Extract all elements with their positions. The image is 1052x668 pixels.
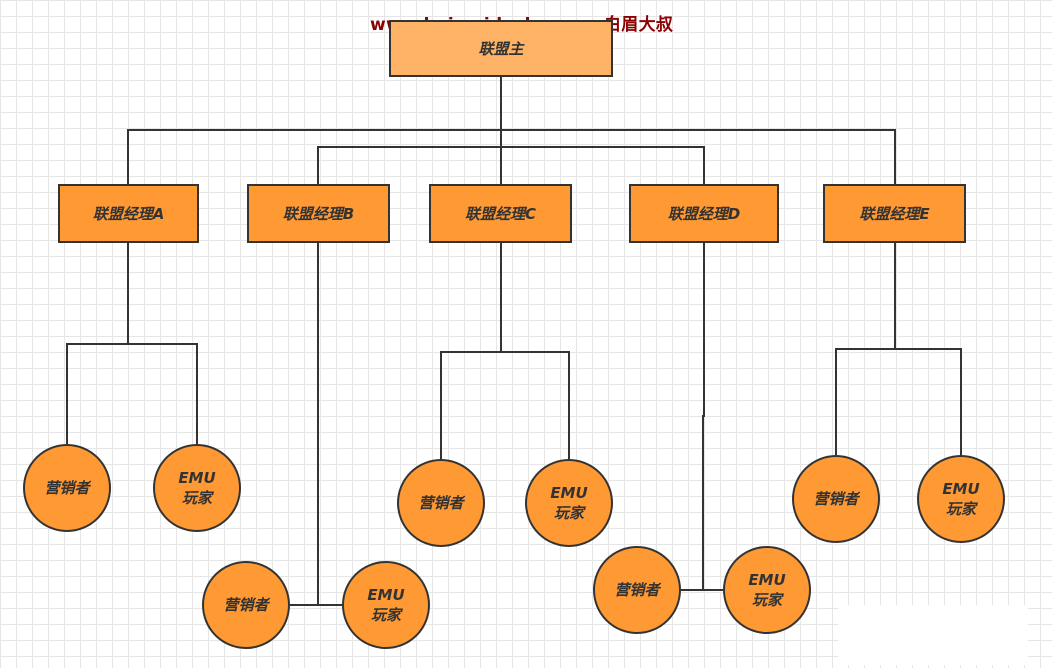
emu-label-line2: 玩家 — [945, 500, 976, 518]
emu-label-line1: EMU — [367, 586, 405, 604]
emu-player-node-c[interactable]: EMU 玩家 — [525, 459, 613, 547]
manager-a-node[interactable]: 联盟经理A — [58, 184, 199, 243]
blank-area — [838, 605, 1028, 665]
emu-label-line1: EMU — [748, 571, 786, 589]
marketer-label: 营销者 — [44, 479, 90, 497]
manager-d-label: 联盟经理D — [667, 205, 741, 223]
emu-label-line1: EMU — [942, 480, 980, 498]
manager-a-label: 联盟经理A — [92, 205, 165, 223]
marketer-label: 营销者 — [614, 581, 660, 599]
marketer-label: 营销者 — [813, 490, 859, 508]
manager-e-label: 联盟经理E — [859, 205, 930, 223]
emu-player-node-a[interactable]: EMU 玩家 — [153, 444, 241, 532]
marketer-label: 营销者 — [223, 596, 269, 614]
manager-d-node[interactable]: 联盟经理D — [629, 184, 779, 243]
connector-root-bus-outer — [127, 129, 896, 184]
emu-player-node-d[interactable]: EMU 玩家 — [723, 546, 811, 634]
emu-player-node-b[interactable]: EMU 玩家 — [342, 561, 430, 649]
emu-label-line1: EMU — [178, 469, 216, 487]
marketer-node-d[interactable]: 营销者 — [593, 546, 681, 634]
marketer-label: 营销者 — [418, 494, 464, 512]
connector-d — [702, 243, 705, 590]
root-node[interactable]: 联盟主 — [389, 20, 613, 77]
connector-c-bus — [440, 351, 570, 459]
manager-c-node[interactable]: 联盟经理C — [429, 184, 572, 243]
emu-label-line2: 玩家 — [553, 504, 584, 522]
manager-e-node[interactable]: 联盟经理E — [823, 184, 966, 243]
marketer-node-e[interactable]: 营销者 — [792, 455, 880, 543]
manager-c-label: 联盟经理C — [464, 205, 536, 223]
emu-player-node-e[interactable]: EMU 玩家 — [917, 455, 1005, 543]
connector-a-bus — [66, 343, 198, 444]
manager-b-label: 联盟经理B — [282, 205, 355, 223]
manager-b-node[interactable]: 联盟经理B — [247, 184, 390, 243]
emu-label-line1: EMU — [550, 484, 588, 502]
marketer-node-b[interactable]: 营销者 — [202, 561, 290, 649]
emu-label-line2: 玩家 — [751, 591, 782, 609]
emu-label-line2: 玩家 — [181, 489, 212, 507]
marketer-node-c[interactable]: 营销者 — [397, 459, 485, 547]
connector-e-bus — [835, 348, 962, 455]
marketer-node-a[interactable]: 营销者 — [23, 444, 111, 532]
connector-root-bus-inner — [317, 146, 705, 184]
root-node-label: 联盟主 — [478, 40, 524, 58]
emu-label-line2: 玩家 — [370, 606, 401, 624]
